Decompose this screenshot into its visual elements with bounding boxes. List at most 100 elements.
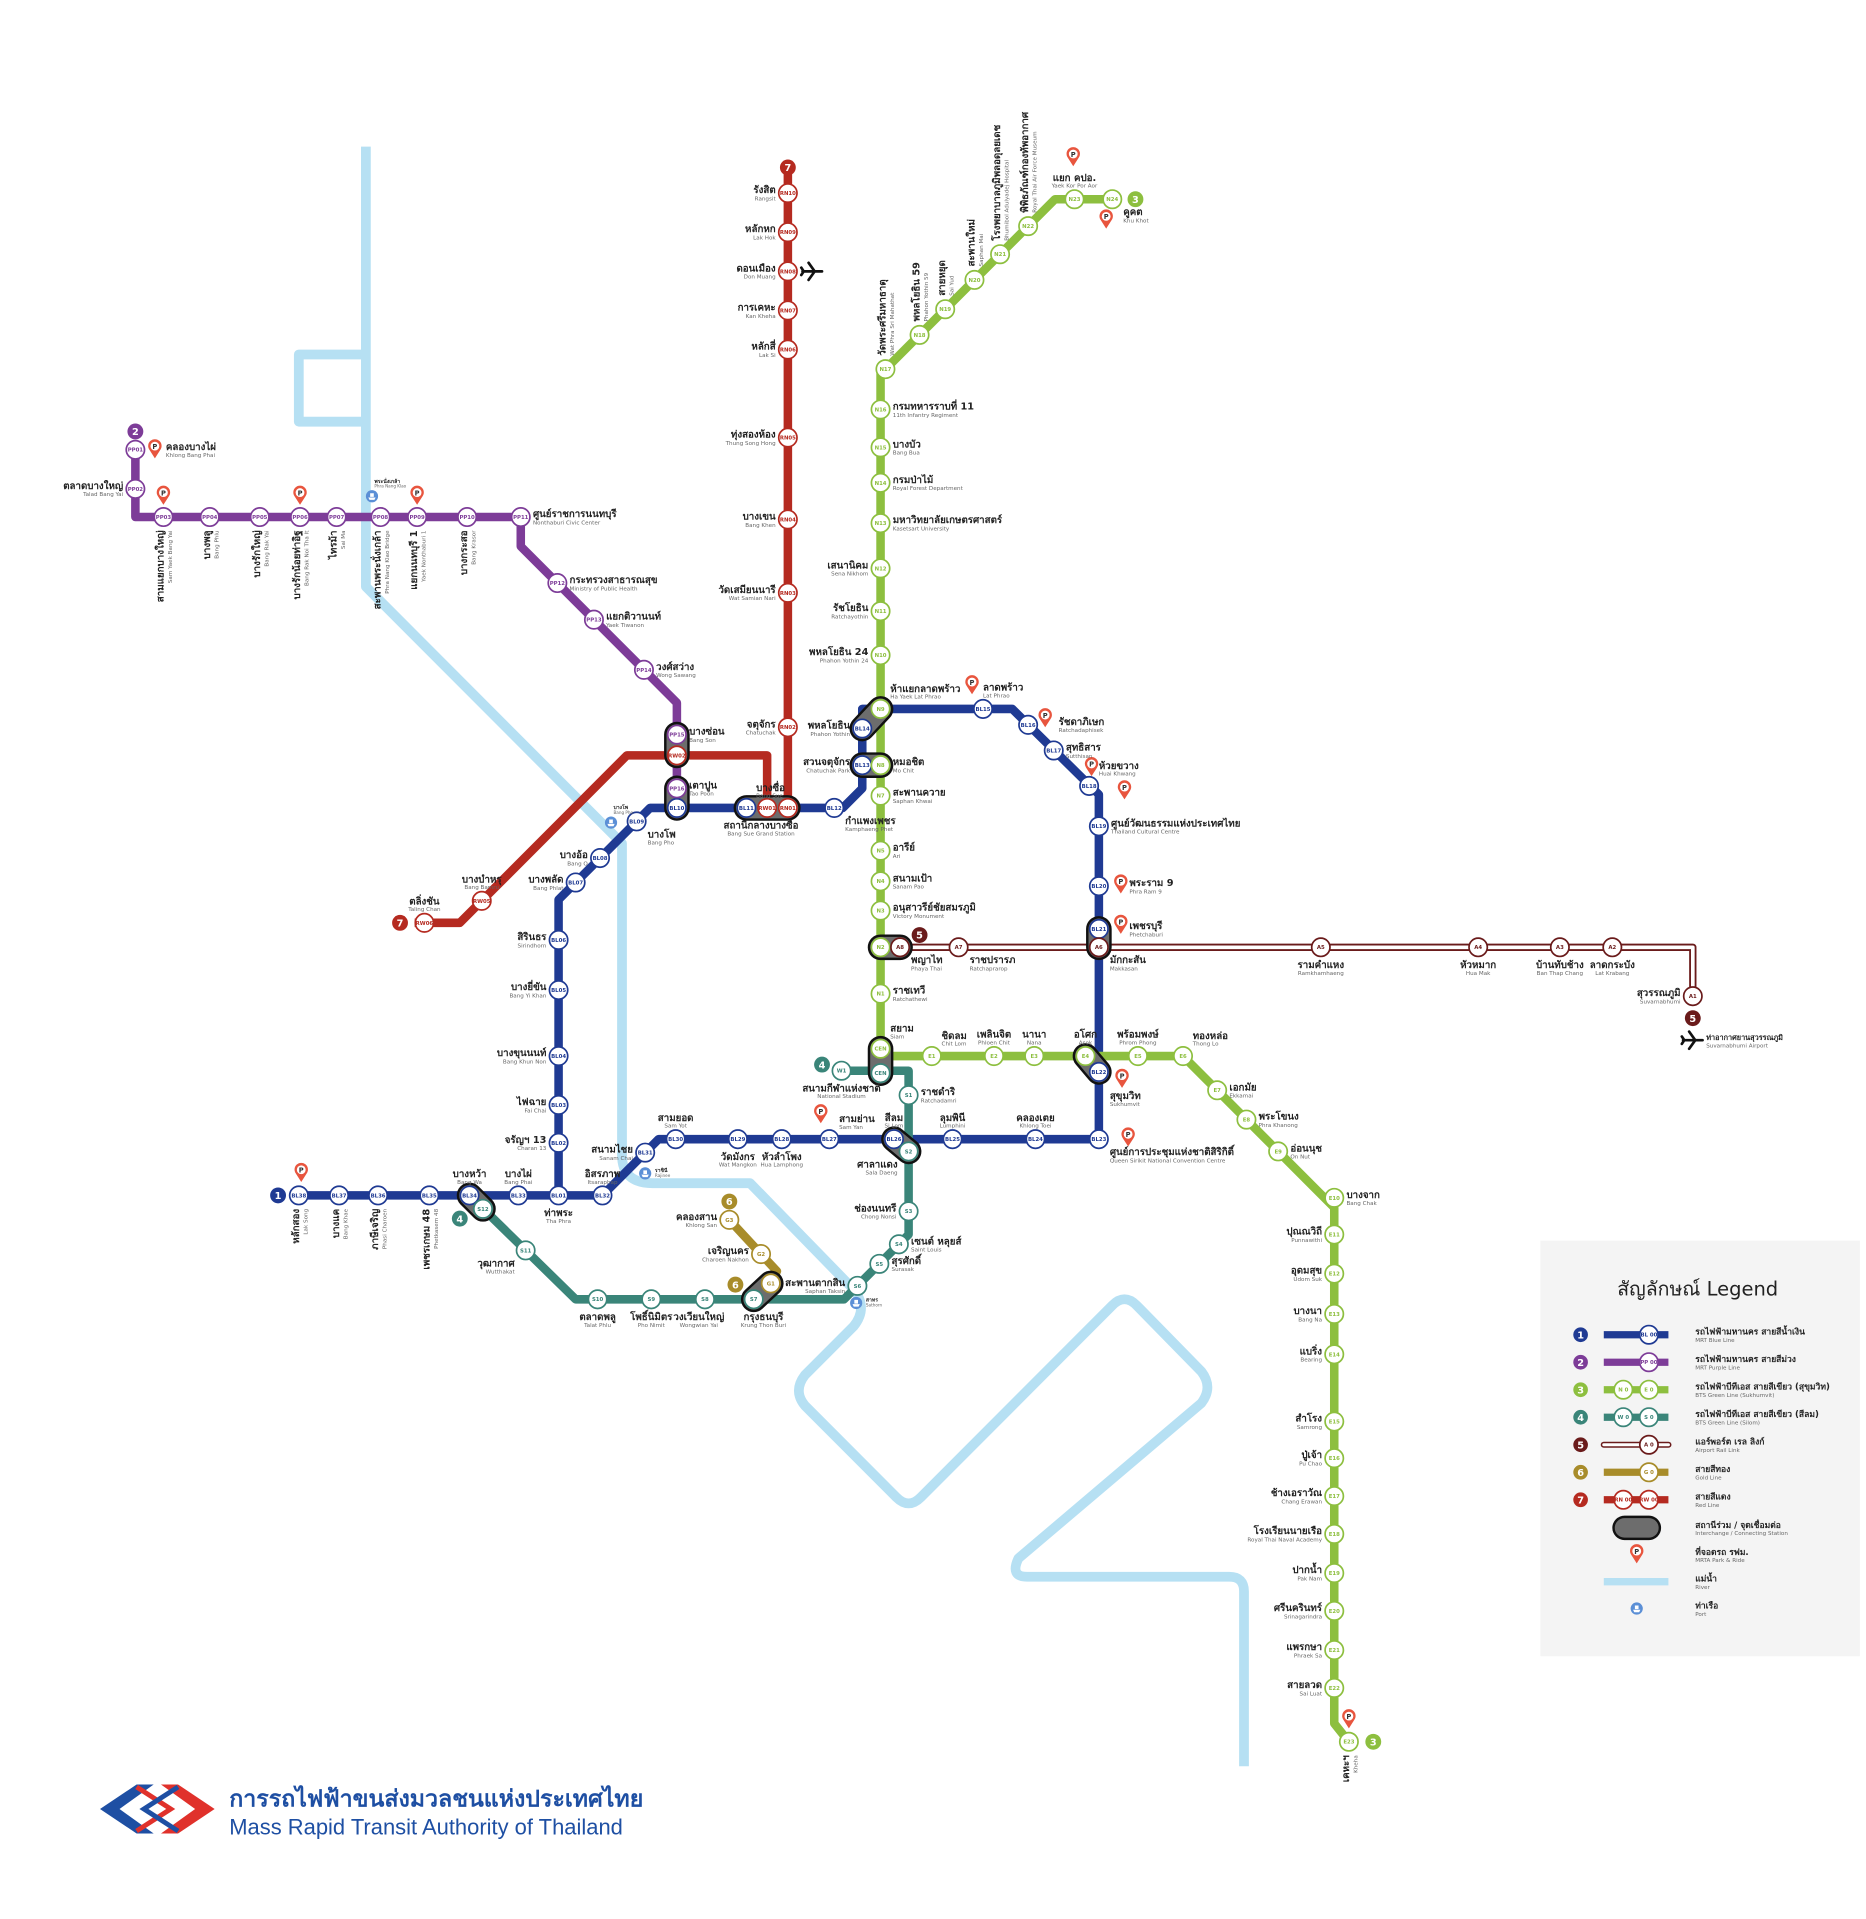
park-and-ride-icon: P bbox=[294, 1162, 308, 1182]
station-name-thai: เซนต์ หลุยส์ bbox=[911, 1235, 961, 1247]
station-code: E17 bbox=[1329, 1494, 1340, 1500]
station-name-english: Ratchadaphisek bbox=[1059, 728, 1104, 734]
legend-label-thai: สถานีร่วม / จุดเชื่อมต่อ bbox=[1695, 1518, 1781, 1531]
station-code: N19 bbox=[939, 307, 951, 313]
station-name-english: Thong Lo bbox=[1192, 1042, 1219, 1048]
station-marker bbox=[1088, 937, 1109, 958]
station-marker bbox=[1268, 1141, 1289, 1162]
legend-number: 6 bbox=[1577, 1468, 1584, 1479]
station-name-english: Thung Song Hong bbox=[725, 441, 776, 447]
station-name-thai: ทุ่งสองห้อง bbox=[731, 429, 776, 441]
station-s7: S7 bbox=[743, 1289, 764, 1310]
station-e1: E1 bbox=[921, 1046, 942, 1067]
station-name-thai: บางพลู bbox=[202, 530, 214, 559]
station-bl04: BL04 bbox=[548, 1046, 569, 1067]
badge-circle bbox=[814, 1056, 830, 1073]
legend-number-badge bbox=[1573, 1464, 1588, 1480]
station-code: A2 bbox=[1608, 945, 1616, 951]
station-e17: E17 bbox=[1324, 1486, 1345, 1507]
station-marker bbox=[1310, 937, 1331, 958]
badge-circle bbox=[1127, 191, 1144, 208]
station-name-english: Nonthaburi Civic Center bbox=[533, 520, 601, 526]
legend-code-circle: A 0 bbox=[1638, 1434, 1659, 1455]
station-rn10: RN10 bbox=[777, 183, 798, 204]
park-and-ride-icon: P bbox=[1121, 1127, 1135, 1147]
station-code: N21 bbox=[994, 252, 1006, 258]
station-name-thai: วงเวียนใหญ่ bbox=[673, 1311, 724, 1323]
station-marker bbox=[1324, 1677, 1345, 1699]
badge-circle bbox=[451, 1210, 468, 1227]
station-e16: E16 bbox=[1324, 1448, 1345, 1469]
station-bl29: BL29 bbox=[727, 1129, 748, 1150]
station-marker bbox=[249, 507, 270, 528]
station-name-thai: พิพิธภัณฑ์กองทัพอากาศ bbox=[1019, 111, 1031, 213]
station-code: BL23 bbox=[1091, 1137, 1106, 1143]
station-code: A5 bbox=[1317, 945, 1325, 951]
station-code: BL21 bbox=[1091, 927, 1106, 933]
park-symbol: P bbox=[970, 679, 975, 687]
station-marker bbox=[847, 1275, 868, 1296]
station-bl21: BL21 bbox=[1088, 918, 1109, 939]
station-bl37: BL37 bbox=[329, 1185, 350, 1206]
station-pp11: PP11 bbox=[510, 507, 531, 528]
station-marker bbox=[875, 359, 896, 380]
station-name-thai: พหลโยธิน 24 bbox=[809, 646, 869, 658]
station-name-english: Saint Louis bbox=[911, 1248, 942, 1254]
station-code: BL04 bbox=[551, 1054, 566, 1060]
station-name-thai: กระทรวงสาธารณสุข bbox=[570, 575, 658, 586]
port-icon bbox=[850, 1296, 863, 1310]
station-code: S 0 bbox=[1644, 1415, 1654, 1421]
station-e15: E15 bbox=[1324, 1411, 1345, 1432]
badge-number: 5 bbox=[1689, 1014, 1696, 1025]
station-bl06: BL06 bbox=[548, 929, 569, 950]
station-name-english: Bang Phlat bbox=[533, 886, 564, 892]
station-name-english: Sutthisan bbox=[1066, 754, 1093, 760]
station-s8: S8 bbox=[694, 1289, 715, 1310]
legend-label-thai: ที่จอดรถ รฟม. bbox=[1695, 1545, 1748, 1558]
station-marker bbox=[471, 890, 492, 911]
station-name-thai: บางซ่อน bbox=[689, 727, 725, 738]
station-name-thai: บางบัว bbox=[893, 438, 921, 450]
legend-code-circle: PP 00 bbox=[1638, 1352, 1659, 1373]
station-name-thai: สะพานควาย bbox=[893, 788, 946, 799]
station-name-english: Tha Phra bbox=[545, 1219, 571, 1225]
station-name-english: Sanam Pao bbox=[893, 885, 925, 891]
station-name-thai: วัดมังกร bbox=[721, 1151, 756, 1163]
station-name-thai: หลักสี่ bbox=[751, 339, 775, 353]
arl-line-number-badge: 5 bbox=[1684, 1010, 1701, 1027]
station-n2: N2 bbox=[870, 937, 891, 958]
station-code: G1 bbox=[767, 1281, 775, 1287]
station-name-thai: กรมป่าไม้ bbox=[893, 474, 934, 486]
station-marker bbox=[153, 507, 174, 528]
station-marker bbox=[199, 507, 220, 528]
station-name-english: Talad Bang Yai bbox=[82, 492, 124, 498]
legend-number-badge bbox=[1573, 1354, 1588, 1370]
station-name-thai: ลุมพินี bbox=[940, 1112, 966, 1124]
legend-label-english: Gold Line bbox=[1695, 1476, 1722, 1482]
station-name-english: Huai Khwang bbox=[1099, 772, 1136, 778]
station-rn03: RN03 bbox=[777, 582, 798, 603]
airplane-glyph bbox=[799, 261, 824, 282]
station-n1: N1 bbox=[870, 983, 891, 1004]
station-marker bbox=[824, 797, 845, 818]
station-name-thai: ราชปรารภ bbox=[970, 954, 1016, 966]
station-name-thai: บางเขน bbox=[743, 511, 776, 522]
station-bl25: BL25 bbox=[942, 1129, 963, 1150]
station-name-thai: ดอนเมือง bbox=[736, 262, 775, 274]
purple-line-number-badge: 2 bbox=[127, 423, 144, 440]
station-code: BL09 bbox=[629, 819, 644, 825]
station-code: BL11 bbox=[739, 806, 754, 812]
station-marker bbox=[1064, 189, 1085, 210]
park-symbol: P bbox=[1089, 761, 1094, 769]
station-bl16: BL16 bbox=[1018, 714, 1039, 735]
station-e5: E5 bbox=[1127, 1046, 1148, 1067]
station-name-thai: ช่องนนทรี bbox=[854, 1202, 897, 1214]
station-name-thai: ศูนย์วัฒนธรรมแห่งประเทศไทย bbox=[1111, 817, 1241, 830]
station-name-thai: ราชดำริ bbox=[921, 1086, 956, 1098]
station-name-english: Lumphini bbox=[940, 1124, 966, 1130]
park-and-ride-icon: P bbox=[965, 675, 979, 695]
park-symbol: P bbox=[818, 1108, 823, 1116]
station-marker bbox=[125, 478, 146, 499]
port-name-english: Rajinee bbox=[655, 1173, 671, 1178]
badge-number: 1 bbox=[275, 1191, 282, 1202]
